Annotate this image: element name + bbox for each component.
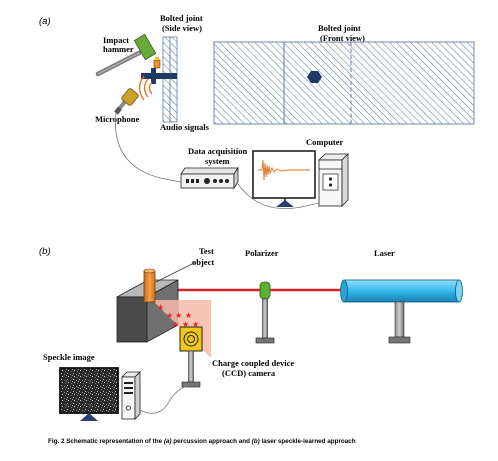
test-object-icon <box>143 268 156 303</box>
computer-monitor-icon <box>252 150 316 207</box>
daq-label-2: system <box>205 156 230 166</box>
bolted-joint-front-label-2: (Front view) <box>320 33 365 43</box>
bolted-joint-side-label-1: Bolted joint <box>160 13 203 23</box>
microphone-label: Microphone <box>95 114 139 124</box>
speckle-monitor-icon <box>59 367 119 421</box>
daq-label-1: Data acquisition <box>188 146 248 156</box>
svg-text:★: ★ <box>182 320 189 329</box>
bolted-joint-front-label-1: Bolted joint <box>318 23 361 33</box>
svg-text:★: ★ <box>166 311 173 320</box>
svg-text:★: ★ <box>157 303 164 312</box>
svg-text:★: ★ <box>172 320 179 329</box>
impact-hammer-icon <box>95 33 157 77</box>
panel-b-tag: (b) <box>39 246 51 257</box>
panel-a-tag: (a) <box>39 16 51 27</box>
bolted-joint-front-view <box>213 41 475 125</box>
test-object-label-1: Test <box>199 246 214 256</box>
computer-tower-icon <box>318 153 349 207</box>
audio-signals-label: Audio signals <box>160 122 210 132</box>
cable-ccd-to-computer <box>139 385 189 414</box>
test-object-pointer <box>155 261 197 283</box>
ccd-camera-icon <box>179 326 203 388</box>
laser-label: Laser <box>374 248 395 258</box>
computer-label: Computer <box>306 137 344 147</box>
test-object-label-2: object <box>192 257 214 267</box>
bolt-side-icon <box>141 57 177 84</box>
bolted-joint-side-view <box>162 36 178 123</box>
polarizer-icon <box>255 281 275 344</box>
impact-hammer-label-1: Impact <box>103 35 129 45</box>
speckle-computer-tower-icon <box>121 371 141 420</box>
ccd-label-1: Charge coupled device <box>212 358 294 368</box>
svg-text:★: ★ <box>192 320 199 329</box>
ccd-label-2: (CCD) camera <box>222 368 276 378</box>
daq-box-icon <box>180 166 239 190</box>
impact-hammer-label-2: hammer <box>103 44 134 54</box>
speckle-image-label: Speckle image <box>43 352 95 362</box>
audio-signal-waves <box>138 75 153 101</box>
cable-mic-to-daq <box>115 112 182 183</box>
laser-icon <box>340 279 463 344</box>
svg-text:★: ★ <box>185 311 192 320</box>
polarizer-label: Polarizer <box>245 248 279 258</box>
microphone-icon <box>114 88 139 115</box>
bolted-joint-side-label-2: (Side view) <box>162 23 202 33</box>
figure-caption: Fig. 2 Schematic representation of the (… <box>48 438 356 445</box>
svg-text:★: ★ <box>175 311 182 320</box>
